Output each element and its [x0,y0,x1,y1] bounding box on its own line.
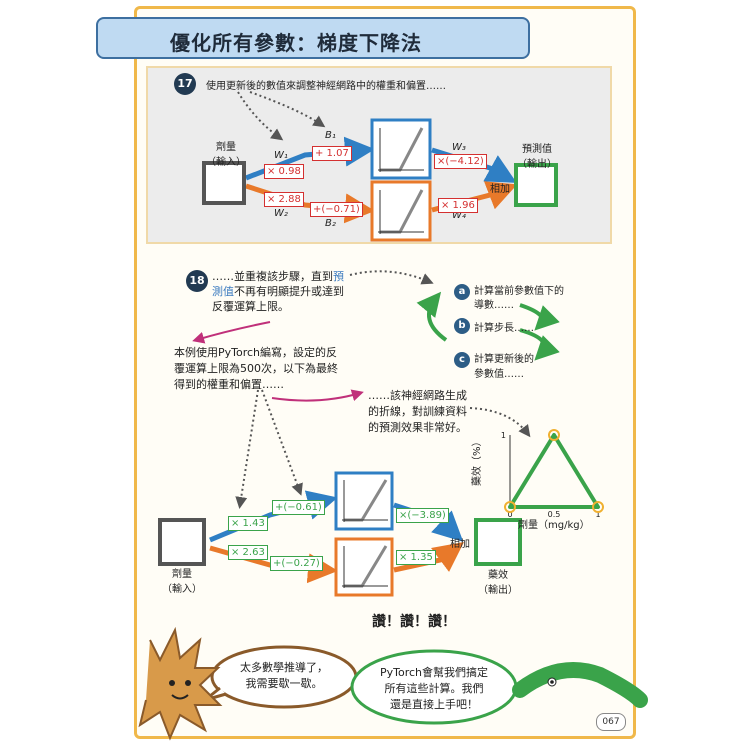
praise-text: 讚！讚！讚！ [372,614,456,630]
y-tick-label: 1 [501,431,506,440]
w3-label: W₃ [452,142,466,153]
green-character [512,662,648,708]
orange-output-connection [393,542,464,573]
w4-value: × 1.96 [438,198,478,213]
w2-value: × 2.88 [264,192,304,207]
step-18-text-line3: 反覆運算上限。 [212,300,289,313]
b1-value: + 1.07 [312,146,352,161]
input-label: 劑量 （輸入） [206,142,246,168]
w4-final-value: × 1.35 [396,550,436,565]
cycle-arrow [519,328,560,361]
step-18-text-line2: 測值不再有明顯提升或達到 [212,285,344,298]
output-box [474,518,522,566]
b2-final-value: +(−0.27) [270,556,323,571]
x-tick-label: 1 [595,510,600,519]
b1-label: B₁ [325,130,336,141]
dotted-arrow [237,91,284,141]
w1-value: × 0.98 [264,164,304,179]
output-label: 預測值 （輸出） [517,144,557,170]
data-point [504,501,516,513]
cycle-arrow [416,291,448,342]
input-box [202,161,246,205]
dotted-arrow [235,389,259,509]
w3-value: ×(−4.12) [434,154,487,169]
sum-label: 相加 [490,184,510,195]
title-banner: 優化所有參數：梯度下降法 [96,17,530,59]
cycle-b-line1: 計算步長…… [474,323,534,334]
x-tick-label: 0.5 [548,510,561,519]
b2-label: B₂ [325,218,336,229]
badge-b: b [454,318,470,334]
step-17-text: 使用更新後的數值來調整神經網路中的權重和偏置…… [206,81,446,92]
w3-final-value: ×(−3.89) [396,508,449,523]
dotted-arrow [261,389,303,496]
magenta-arrow [192,321,271,344]
dotted-arrow [349,270,434,285]
output-label-18: 藥效 （輸出） [478,570,518,596]
pytorch-text: 本例使用PyTorch編寫，設定的反 覆運算上限為500次，以下為最終 得到的權… [174,346,338,391]
cycle-a-line1: 計算當前參數值下的 [474,286,564,297]
step-number-18: 18 [186,270,208,292]
w2-final-value: × 2.63 [228,545,268,560]
input-box [158,518,206,566]
sum-label-18: 相加 [450,539,470,550]
step-18-text-line1: ……並重複該步驟，直到預 [212,270,344,283]
w1-label: W₁ [274,150,288,161]
data-point [592,501,604,513]
b2-value: +(−0.71) [310,202,363,217]
cycle-c-line1: 計算更新後的 [474,354,534,365]
page-number: 067 [596,713,626,731]
step-number-17: 17 [174,73,196,95]
cycle-a-line2: 導數…… [474,300,514,311]
data-point [548,429,560,441]
input-label-18: 劑量 （輸入） [162,569,202,595]
fit-text: ……該神經網路生成 的折線，對訓練資料 的預測效果非常好。 [368,389,467,434]
b1-final-value: +(−0.61) [272,500,325,515]
x-tick-label: 0 [507,510,512,519]
speech-right-text: PyTorch會幫我們搞定 所有這些計算。我們 還是直接上手吧！ [379,666,489,711]
badge-a: a [454,284,470,300]
output-box [514,163,558,207]
dotted-arrow [469,407,531,438]
w2-label: W₂ [274,208,288,219]
speech-left-text: 太多數學推導了， 我需要歇一歇。 [240,661,328,690]
series-line [508,433,600,509]
cycle-c-line2: 參數值…… [474,369,524,380]
chart-x-label: 劑量（mg/kg） [518,520,590,531]
result-chart: 0 0.5 1 1 [501,429,604,519]
page-title: 優化所有參數：梯度下降法 [170,31,422,55]
w1-final-value: × 1.43 [228,516,268,531]
badge-c: c [454,352,470,368]
w4-label: W₄ [452,210,466,221]
spiky-character [138,626,223,741]
dotted-arrow [249,91,326,128]
cycle-arrow [519,303,560,331]
magenta-arrow [271,389,364,402]
chart-y-label: 藥效（%） [472,436,483,486]
